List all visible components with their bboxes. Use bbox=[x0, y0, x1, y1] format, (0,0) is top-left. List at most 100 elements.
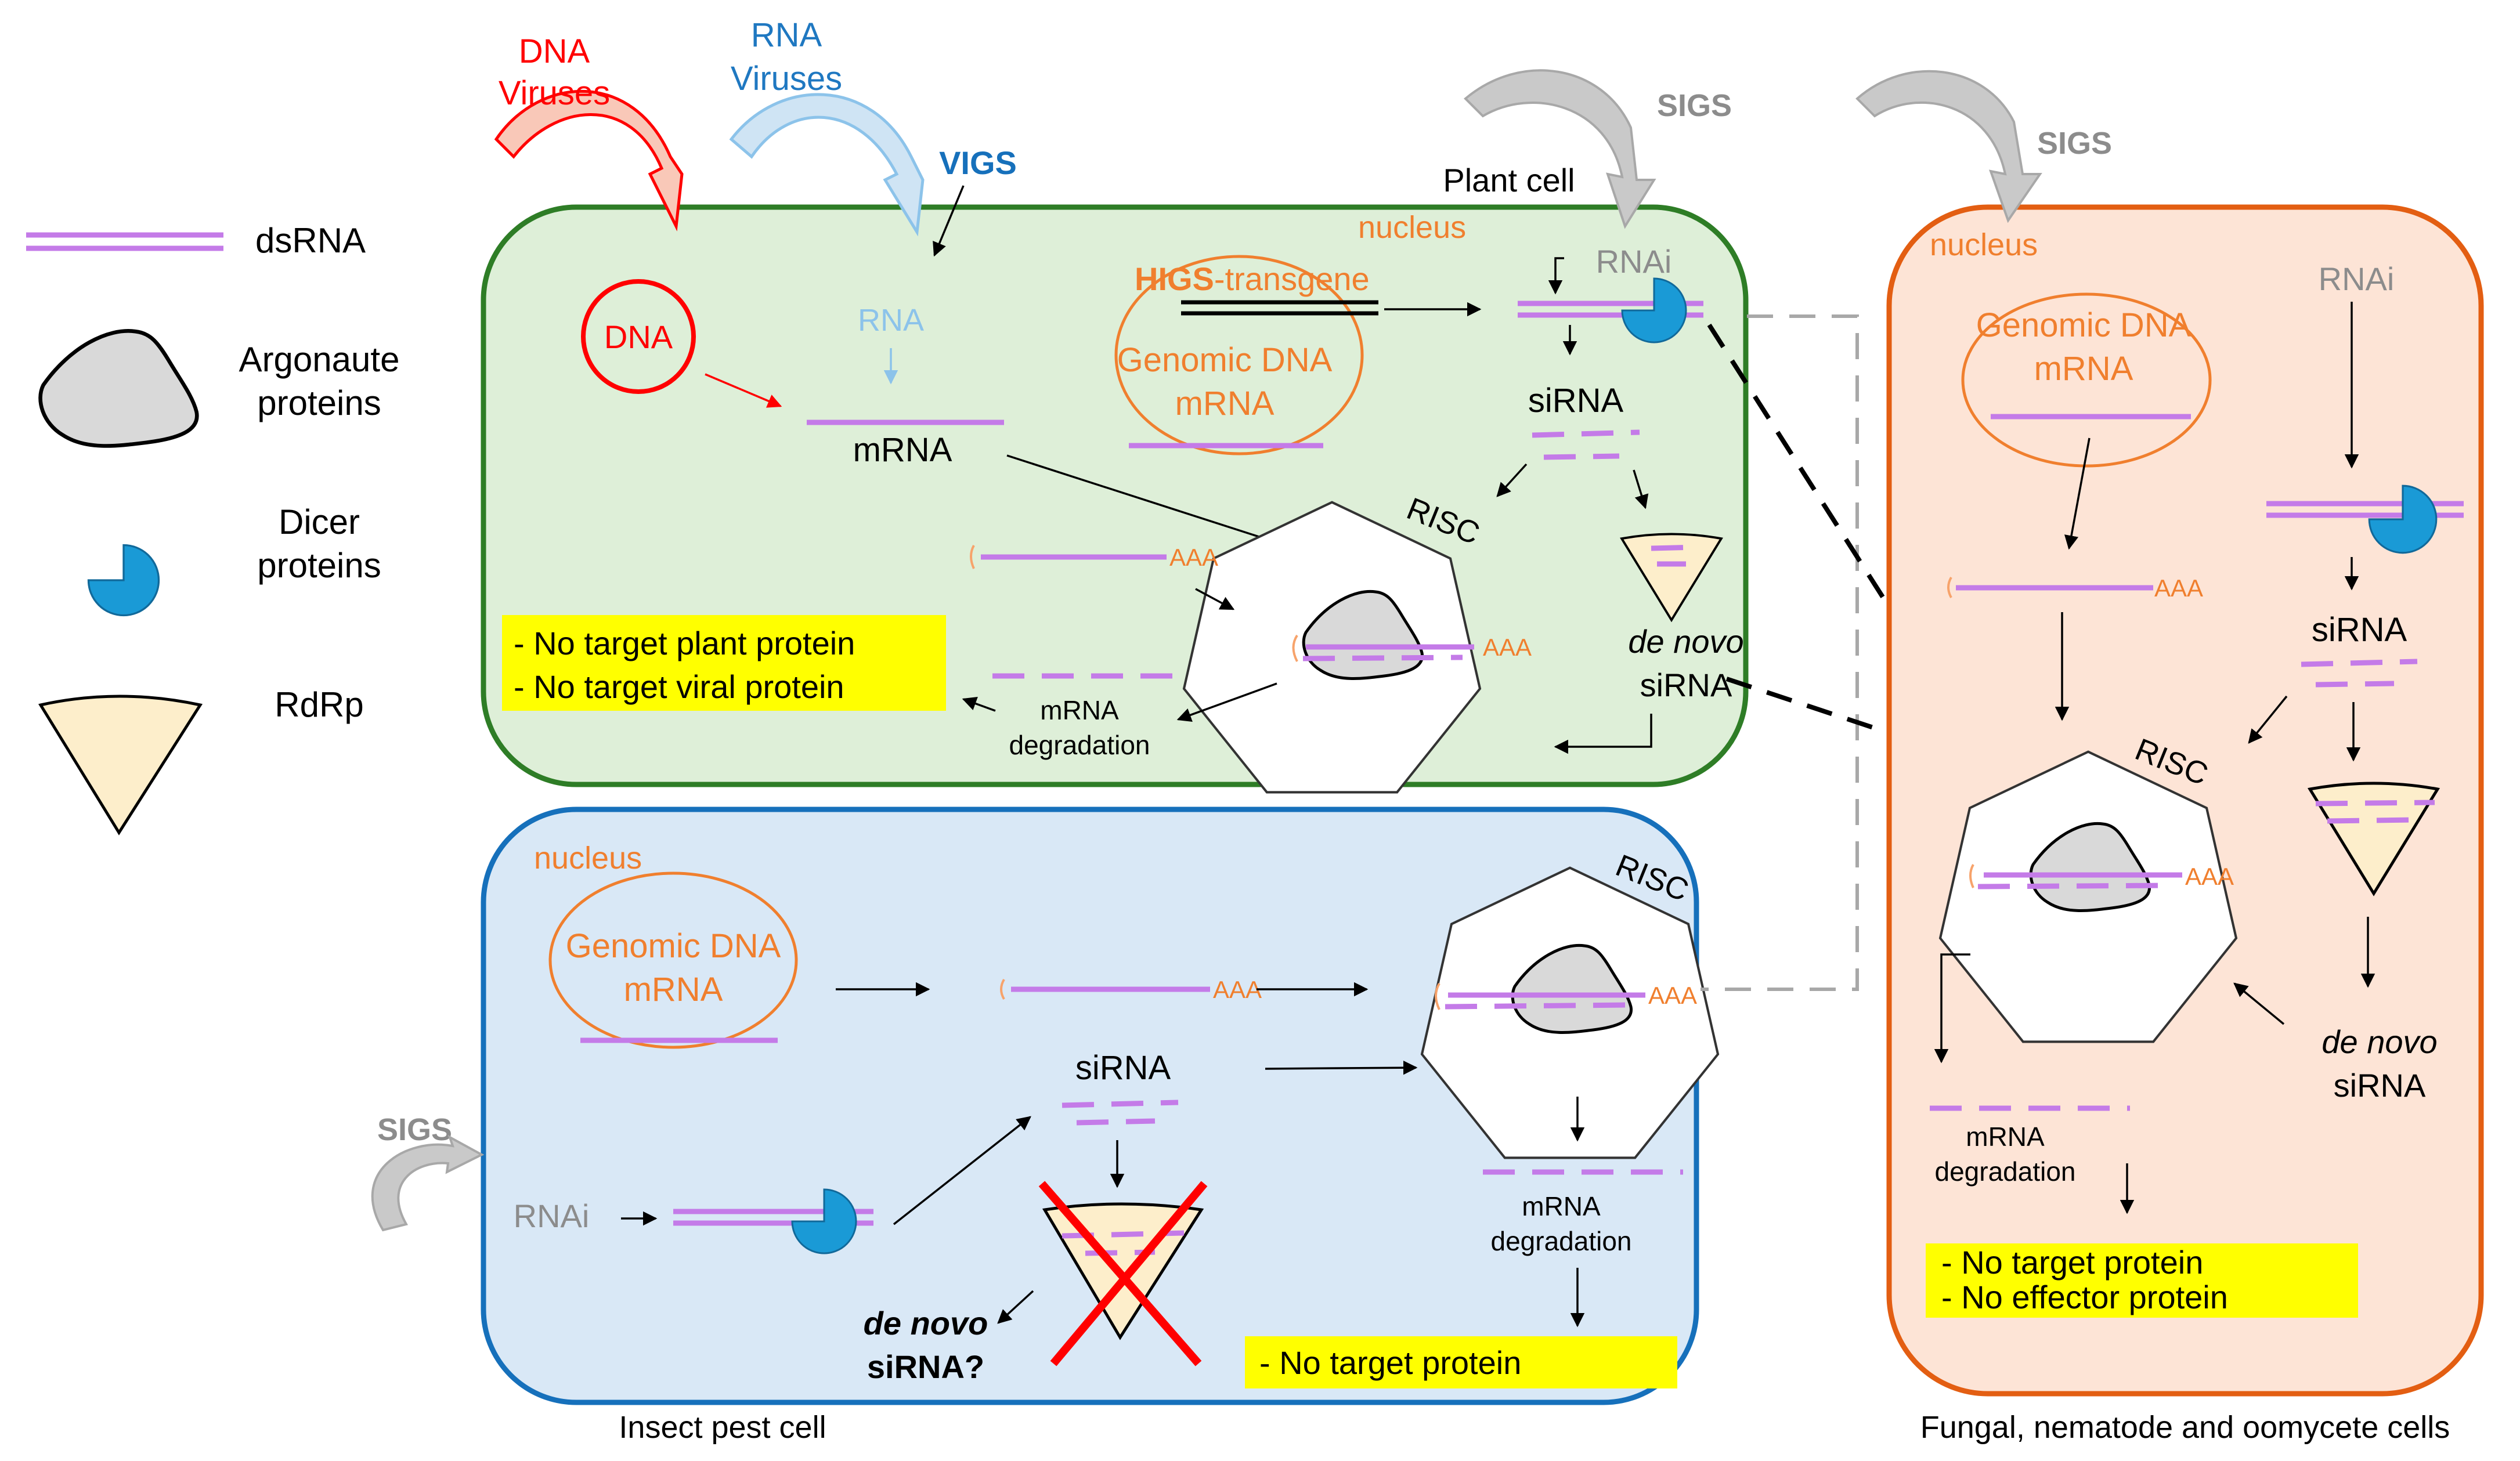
fungal-polya: AAA bbox=[2154, 574, 2203, 602]
legend-dicer-label-2: proteins bbox=[257, 546, 381, 585]
plant-polya: AAA bbox=[1169, 544, 1218, 571]
fungal-de-novo-sirna-label: siRNA bbox=[2334, 1067, 2426, 1104]
insect-outcome-line-1: - No target protein bbox=[1259, 1344, 1521, 1381]
insect-degradation-label-1: mRNA bbox=[1522, 1191, 1601, 1221]
legend-dsrna-label: dsRNA bbox=[255, 221, 366, 260]
insect-cell-caption: Insect pest cell bbox=[619, 1410, 826, 1445]
plant-cell-title: Plant cell bbox=[1443, 162, 1575, 198]
dna-virus-entry-arrow-icon bbox=[494, 90, 684, 232]
fungal-cell: SIGS nucleus Genomic DNA mRNA AAA RNAi s… bbox=[1855, 70, 2484, 1445]
rdrp-cross-icon bbox=[1038, 1181, 1202, 1366]
fungal-outcome-line-1: - No target protein bbox=[1941, 1244, 2203, 1281]
plant-genomic-dna-label: Genomic DNA bbox=[1117, 341, 1333, 379]
fungal-nucleus-to-mrna-arrow bbox=[2064, 437, 2091, 550]
legend-dsrna: dsRNA bbox=[26, 221, 366, 260]
insect-risc-polya: AAA bbox=[1648, 982, 1697, 1009]
legend: dsRNA Argonaute proteins Dicer proteins … bbox=[26, 221, 399, 836]
fungal-sirna-label: siRNA bbox=[2312, 611, 2407, 649]
viral-dna-label: DNA bbox=[604, 319, 673, 355]
argonaute-icon bbox=[41, 331, 197, 446]
plant-outcome-box bbox=[502, 615, 946, 711]
plant-outcome-line-1: - No target plant protein bbox=[514, 625, 855, 661]
plant-de-novo-label: de novo bbox=[1628, 623, 1743, 660]
insect-polya: AAA bbox=[1213, 976, 1262, 1003]
plant-sirna-label: siRNA bbox=[1528, 382, 1624, 420]
capped-mrna-to-risc-arrow bbox=[1195, 588, 1235, 610]
sigs-insect-arrow-icon bbox=[371, 1134, 485, 1232]
sigs-fungal-arrow-icon bbox=[1855, 70, 2042, 223]
higs-bold: HIGS bbox=[1135, 261, 1214, 297]
insect-nucleus-label: nucleus bbox=[534, 841, 642, 876]
plant-outcome-line-2: - No target viral protein bbox=[514, 668, 844, 705]
vigs-arrow bbox=[933, 185, 965, 257]
legend-rdrp-label: RdRp bbox=[275, 685, 363, 724]
dna-to-mrna-arrow bbox=[705, 373, 782, 408]
plant-nucleus-mrna-label: mRNA bbox=[1175, 385, 1275, 422]
plant-mrna-label: mRNA bbox=[853, 431, 952, 469]
sigs-plant-arrow-icon bbox=[1464, 69, 1656, 229]
fungal-outcome-line-2: - No effector protein bbox=[1941, 1279, 2228, 1315]
fungal-rnai-label: RNAi bbox=[2319, 261, 2395, 297]
viral-rna-label: RNA bbox=[858, 303, 924, 338]
insect-de-novo-label: de novo bbox=[864, 1305, 988, 1341]
fungal-genomic-dna-label: Genomic DNA bbox=[1976, 306, 2192, 344]
de-novo-to-risc-arrow bbox=[1554, 714, 1652, 754]
degradation-to-outcome-arrow bbox=[962, 697, 996, 712]
plant-nucleus-label: nucleus bbox=[1358, 210, 1466, 245]
insect-de-novo-sirna-label: siRNA? bbox=[867, 1348, 984, 1385]
rdrp-icon bbox=[38, 695, 203, 836]
dna-viruses-label-1: DNA bbox=[519, 32, 590, 70]
plant-degradation-label-2: degradation bbox=[1009, 730, 1150, 760]
plant-sirna-fragments bbox=[1532, 429, 1640, 438]
legend-argonaute: Argonaute proteins bbox=[41, 331, 399, 446]
sigs-plant-label: SIGS bbox=[1657, 88, 1732, 123]
sirna-to-rdrp-arrow bbox=[1633, 469, 1649, 509]
plant-nucleus bbox=[1114, 255, 1364, 455]
rdrp-to-de-novo-arrow bbox=[997, 1290, 1034, 1324]
fungal-mrna-cap bbox=[1947, 576, 1952, 598]
fungal-nucleus bbox=[1961, 292, 2212, 468]
fungal-de-novo-to-risc-arrow bbox=[2233, 982, 2285, 1025]
insect-degradation-label-2: degradation bbox=[1491, 1226, 1632, 1256]
rnai-bracket-arrow bbox=[1548, 257, 1564, 295]
insect-sirna-to-risc-arrow bbox=[1265, 1060, 1418, 1075]
higs-rest: -transgene bbox=[1214, 261, 1370, 297]
plant-cell: DNA Viruses RNA Viruses VIGS DNA RNA mRN… bbox=[481, 16, 1749, 792]
viral-dna-circle bbox=[581, 279, 696, 394]
plant-risc-polya: AAA bbox=[1483, 634, 1532, 661]
mrna-to-risc-arrow bbox=[1006, 454, 1279, 545]
insect-sirna-fragments bbox=[1062, 1100, 1179, 1108]
fungal-nucleus-label: nucleus bbox=[1930, 227, 2038, 262]
fungal-sirna-to-risc-arrow bbox=[2248, 695, 2288, 744]
insect-nucleus-mrna-label: mRNA bbox=[624, 971, 723, 1008]
sigs-fungal-label: SIGS bbox=[2037, 126, 2112, 161]
legend-argonaute-label-2: proteins bbox=[257, 384, 381, 422]
fungal-degradation-label-2: degradation bbox=[1935, 1156, 2076, 1187]
sirna-to-risc-arrow bbox=[1496, 463, 1528, 497]
gray-dashed-connector bbox=[1701, 314, 1859, 991]
rna-viruses-label-1: RNA bbox=[751, 16, 822, 54]
legend-rdrp: RdRp bbox=[38, 685, 364, 836]
fungal-risc-to-degradation-arrow bbox=[1934, 953, 1970, 1064]
fungal-risc-polya: AAA bbox=[2185, 863, 2234, 890]
dicer-icon bbox=[87, 544, 160, 617]
risc-to-degradation-arrow bbox=[1176, 682, 1277, 722]
insect-nucleus bbox=[548, 871, 798, 1049]
plant-mrna-cap bbox=[970, 545, 975, 569]
plant-risc-cap bbox=[1292, 634, 1298, 662]
fungal-de-novo-label: de novo bbox=[2322, 1024, 2437, 1060]
higs-transgene-label: HIGS-transgene bbox=[1135, 261, 1370, 297]
fungal-degradation-label-1: mRNA bbox=[1966, 1122, 2045, 1152]
plant-de-novo-sirna-label: siRNA bbox=[1640, 667, 1732, 703]
fungal-outcome-box bbox=[1926, 1243, 2358, 1318]
plant-degradation-label-1: mRNA bbox=[1040, 695, 1119, 725]
fungal-nucleus-mrna-label: mRNA bbox=[2034, 350, 2133, 388]
fungal-cell-caption: Fungal, nematode and oomycete cells bbox=[1920, 1410, 2450, 1445]
insect-dicer-to-sirna-arrow bbox=[893, 1116, 1031, 1225]
legend-dicer: Dicer proteins bbox=[87, 502, 381, 617]
insect-rnai-label: RNAi bbox=[514, 1198, 590, 1234]
insect-outcome-box bbox=[1245, 1336, 1677, 1388]
insect-cell: nucleus Genomic DNA mRNA AAA RISC AAA SI… bbox=[371, 807, 1718, 1445]
insect-sirna-label: siRNA bbox=[1075, 1049, 1171, 1087]
